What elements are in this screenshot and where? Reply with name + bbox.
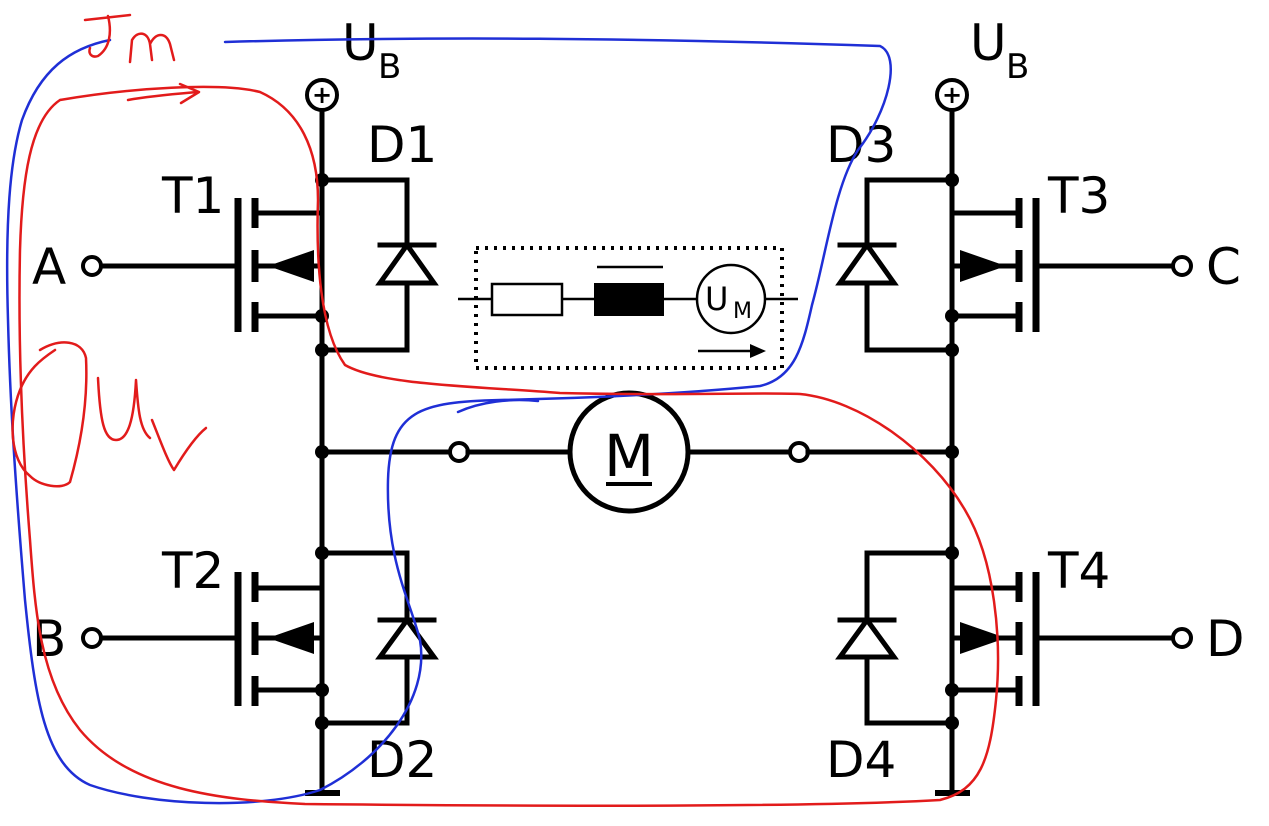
- t3-label: T3: [1047, 167, 1110, 225]
- diode-d4: D4: [826, 550, 955, 789]
- transistor-t1: T1: [161, 167, 325, 332]
- annotation-uv-label: Uv: [0, 0, 208, 488]
- input-d: D: [1033, 610, 1245, 668]
- input-a-label: A: [32, 238, 66, 296]
- d2-label: D2: [367, 731, 437, 789]
- resistor: [490, 282, 564, 317]
- supply-right-symbol: +: [942, 81, 962, 109]
- input-a: A: [32, 238, 241, 296]
- diode-d3: D3: [826, 116, 955, 353]
- d4-label: D4: [826, 731, 896, 789]
- annotation-im-label: Im: [0, 0, 176, 64]
- annotation-red-current-path: [18, 82, 1000, 808]
- junction-dots: [315, 173, 959, 730]
- supply-left-subscript: B: [378, 47, 401, 87]
- t1-label: T1: [161, 167, 224, 225]
- d1-label: D1: [367, 116, 437, 174]
- supply-left-label: U: [342, 14, 379, 72]
- annotation-im-text: Im: [0, 0, 1, 1]
- supply-left-symbol: +: [312, 81, 332, 109]
- input-d-label: D: [1206, 610, 1245, 668]
- annotation-blue-current-path: [5, 37, 892, 805]
- transistor-t3: T3: [949, 167, 1110, 332]
- supply-right-label: U: [970, 14, 1007, 72]
- supply-right-subscript: B: [1006, 47, 1029, 87]
- transistor-t4: T4: [949, 542, 1110, 706]
- input-b: B: [32, 610, 241, 668]
- t2-label: T2: [161, 542, 224, 600]
- back-emf-label: U: [705, 280, 728, 318]
- t4-label: T4: [1047, 542, 1110, 600]
- annotation-uv-text: Uv: [0, 0, 2, 1]
- inductor: [594, 283, 664, 316]
- transistor-t2: T2: [161, 542, 325, 706]
- input-c-label: C: [1206, 238, 1241, 296]
- input-c: C: [1033, 238, 1241, 296]
- motor-equivalent-circuit: U M: [458, 246, 798, 370]
- back-emf-subscript: M: [733, 299, 752, 324]
- diode-d1: D1: [319, 116, 439, 353]
- motor-branch: M: [319, 390, 955, 514]
- motor-label: M: [604, 422, 654, 490]
